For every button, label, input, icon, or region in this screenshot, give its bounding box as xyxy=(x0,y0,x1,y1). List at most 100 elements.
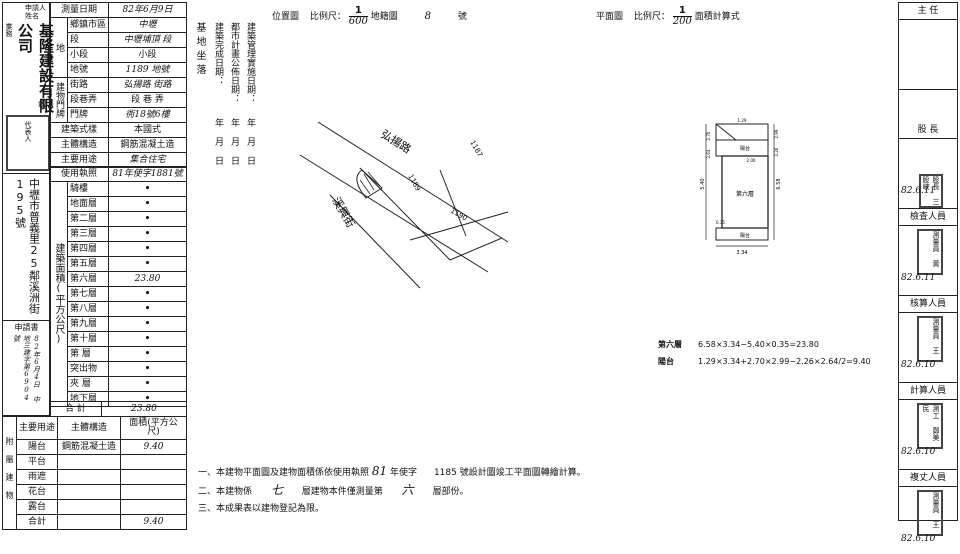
floor-value: • xyxy=(108,301,187,317)
note-prefix: 三、本成果表以建物登記為限。 xyxy=(198,504,325,514)
signoff-title: 檢查人員 xyxy=(899,209,957,226)
signoff-section: 股 長 股長 三股峽 82.6.11 xyxy=(899,122,957,209)
lot-below-label: 1190 xyxy=(449,207,468,223)
row-value: 1189 地號 xyxy=(108,62,187,78)
row-label: 門牌 xyxy=(66,107,110,123)
main-struct-label: 主體構造 xyxy=(48,137,110,153)
notes-item-2: 都市計畫公佈日期： xyxy=(229,22,239,103)
lot-boundary xyxy=(439,169,467,237)
plan-dim-side: 2.64 xyxy=(706,149,711,158)
total-value: 23.80 xyxy=(101,401,187,417)
plan-diagonal xyxy=(715,123,737,141)
location-map-no-suffix: 號 xyxy=(457,12,467,22)
floor-value: • xyxy=(108,316,187,332)
road-line xyxy=(329,194,421,289)
plan-balcony-label: 陽台 xyxy=(740,145,750,152)
struct-label: 建築式樣 xyxy=(48,122,110,138)
floor-plan-header: 平面圖 比例尺： 1 200 面積計算式 xyxy=(596,6,896,27)
permit-value: 81年使字1881號 xyxy=(108,166,187,182)
top-label-line-2: 姓名 xyxy=(25,12,39,20)
survey-date-value: 82年6月9日 xyxy=(108,2,187,18)
location-scale-fraction: 1 600 xyxy=(348,6,368,27)
attached-side-char: 附 xyxy=(5,437,14,455)
location-map: 弘揚路 溪興街 1189 1187 1190 xyxy=(299,121,509,289)
note-prefix: 一、本建物平面圖及建物面積係依使用執照 xyxy=(198,468,370,478)
footer-note: 一、本建物平面圖及建物面積係依使用執照 81 年使字 1185 號設計圖竣工平面… xyxy=(198,463,898,482)
attached-area xyxy=(120,469,187,485)
ymd-month: 月 xyxy=(245,137,255,156)
note-mid: 年使字 xyxy=(390,468,418,478)
signoff-section: 主 任 xyxy=(899,3,957,90)
building-hatch xyxy=(359,171,381,195)
signoff-column: 主 任 股 長 股長 三股峽 82.6.11 檢查人員 測量員 黃 82.6.1… xyxy=(898,2,958,544)
lot-boundary xyxy=(409,211,509,241)
main-struct-value: 鋼筋混凝土造 xyxy=(108,137,187,153)
plan-room-label: 第六層 xyxy=(736,190,754,198)
attached-area xyxy=(120,499,187,515)
plan-dim-h: 6.58 xyxy=(776,178,782,189)
floor-name: 突出物 xyxy=(67,361,109,377)
attached-struct xyxy=(57,454,122,470)
row-label: 街路 xyxy=(66,77,110,93)
building-outline xyxy=(356,169,383,199)
road1-label: 弘揚路 xyxy=(378,128,413,157)
row-label: 段巷弄 xyxy=(66,92,110,108)
floor-name: 第九層 xyxy=(67,316,109,332)
note-hand2: 1185 xyxy=(433,468,457,478)
floor-value: • xyxy=(108,256,187,272)
floor-name: 騎樓 xyxy=(67,181,109,197)
plan-dim-mid: 2.99 xyxy=(774,129,779,138)
attached-area xyxy=(120,484,187,500)
footer-note: 三、本成果表以建物登記為限。 xyxy=(198,501,898,518)
attached-side-char: 物 xyxy=(5,491,14,509)
row-value: 中壢埔頂 段 xyxy=(108,32,187,48)
location-scale-num: 1 xyxy=(348,6,368,17)
row-value: 小段 xyxy=(108,47,187,63)
row-value: 衖18號6樓 xyxy=(108,107,187,123)
plan-dim-bal2: 2.26 xyxy=(774,147,779,156)
row-label: 地號 xyxy=(66,62,110,78)
road-line xyxy=(317,121,509,243)
notes-ymd-3: 年月日 xyxy=(212,118,225,175)
plan-top-bay xyxy=(715,123,769,141)
total-label: 合 計 xyxy=(49,401,102,417)
stamp-text: 代表人 xyxy=(24,121,32,142)
calc-formula: 6.58×3.34−5.40×0.35=23.80 xyxy=(698,340,819,349)
signoff-section: 計算人員 測工 鄭美 民 82.6.10 xyxy=(899,383,957,470)
row-label: 小段 xyxy=(66,47,110,63)
lot-main-label: 1189 xyxy=(406,173,422,192)
building-label: 建物門牌 xyxy=(49,77,68,123)
signoff-section: 核算人員 測量員 王 82.6.10 xyxy=(899,296,957,383)
location-land-label: 地籍圖 xyxy=(370,12,398,22)
ymd-year: 年 xyxy=(213,118,223,137)
attached-area: 9.40 xyxy=(120,514,187,530)
attached-struct xyxy=(57,499,122,515)
apply-label: 申請書 xyxy=(14,323,39,332)
area-group-label: 建築面積(平方公尺) xyxy=(49,181,68,407)
plan-dim-top2: 2.00 xyxy=(747,158,756,163)
survey-date-label: 測量日期 xyxy=(48,2,110,18)
top-label-line-1: 申請人 xyxy=(25,4,46,12)
plan-dim-bal: 2.70 xyxy=(706,131,711,140)
footer-notes: 一、本建物平面圖及建物面積係依使用執照 81 年使字 1185 號設計圖竣工平面… xyxy=(198,463,898,518)
ymd-day: 日 xyxy=(245,156,255,175)
row-label: 鄉鎮市區 xyxy=(66,17,110,33)
road-line xyxy=(299,154,489,273)
location-map-header: 位置圖 比例尺： 1 600 地籍圖 8 號 xyxy=(272,6,512,27)
lot-right-label: 1187 xyxy=(468,139,484,158)
note-suffix: 層部份。 xyxy=(432,487,469,497)
attached-use: 平台 xyxy=(15,454,59,470)
signoff-stamp: 測量員 黃 xyxy=(917,229,943,275)
row-value: 中壢 xyxy=(108,17,187,33)
floor-value: • xyxy=(108,241,187,257)
attached-side-text: 附屬建物 xyxy=(4,437,16,509)
plan-scale-num: 1 xyxy=(672,6,692,17)
signoff-title: 主 任 xyxy=(899,3,957,20)
signoff-section: 複丈人員 測量員 王 82.6.10 xyxy=(899,470,957,554)
area-unit-text: 平方公尺 xyxy=(53,294,64,334)
struct-value: 本國式 xyxy=(108,122,187,138)
floor-name: 第十層 xyxy=(67,331,109,347)
plan-scale-label: 比例尺： xyxy=(633,12,670,22)
row-value: 弘揚路 街路 xyxy=(108,77,187,93)
